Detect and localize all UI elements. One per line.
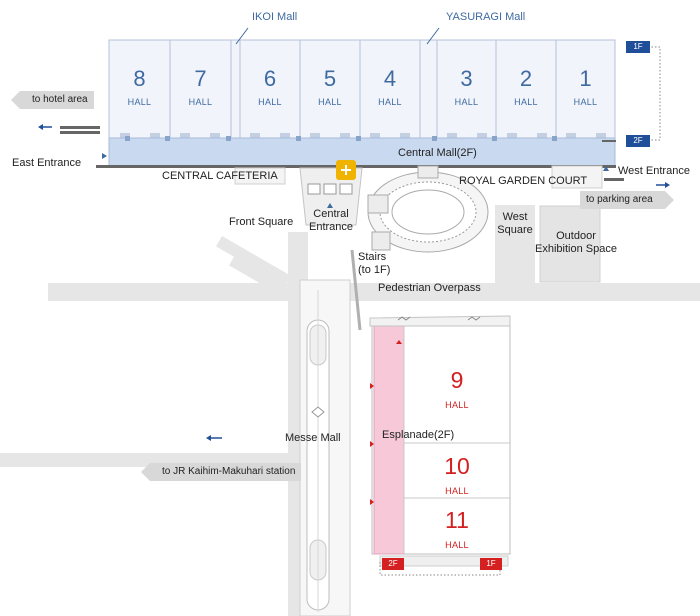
stairs-icon xyxy=(397,316,481,321)
to-parking-area-sign[interactable]: to parking area xyxy=(580,191,674,209)
cafeteria-box xyxy=(234,167,286,185)
floor-tag-1f-south: 1F xyxy=(480,558,502,570)
yasuragi-mall-label: YASURAGI Mall xyxy=(446,11,526,23)
central-mall-label: Central Mall(2F) xyxy=(398,147,477,159)
pedestrian-overpass-label: Pedestrian Overpass xyxy=(378,282,481,294)
front-square-label: Front Square xyxy=(229,216,294,228)
direction-arrows xyxy=(38,124,670,441)
west-square-label: West Square xyxy=(497,211,533,236)
royal-garden-court-label: ROYAL GARDEN COURT xyxy=(459,175,588,187)
east-entrance-label: East Entrance xyxy=(12,157,82,169)
arrow-left-icon xyxy=(38,124,52,130)
central-entrance-label: Central Entrance xyxy=(308,208,354,233)
halls-9-11-block xyxy=(369,315,511,567)
entrance-markers-red xyxy=(370,340,402,505)
mall-callout-lines xyxy=(235,27,440,45)
messe-mall-label: Messe Mall xyxy=(285,432,341,444)
esplanade-label: Esplanade(2F) xyxy=(382,429,455,441)
halls-1-8-block xyxy=(108,39,616,139)
arrow-left-icon xyxy=(206,435,222,441)
outdoor-exhibition-label: Outdoor Exhibition Space xyxy=(535,230,617,255)
entrance-markers-blue xyxy=(102,153,609,208)
garden-court-box xyxy=(551,165,603,189)
to-hotel-area-sign[interactable]: to hotel area xyxy=(11,91,94,109)
west-entrance-label: West Entrance xyxy=(618,165,690,177)
outdoor-exhibition-area xyxy=(539,205,601,283)
stairs-label: Stairs (to 1F) xyxy=(358,251,391,276)
to-station-sign[interactable]: to JR Kaihim-Makuhari station xyxy=(140,463,302,481)
central-cafeteria-label: CENTRAL CAFETERIA xyxy=(162,170,278,182)
messe-mall-walkway xyxy=(299,249,362,616)
mall-columns xyxy=(125,136,557,141)
floor-tag-1f: 1F xyxy=(626,41,650,53)
floor-tag-2f: 2F xyxy=(626,135,650,147)
event-hall-round xyxy=(367,165,489,253)
information-icon-mark xyxy=(341,165,351,175)
floor-tag-2f-south: 2F xyxy=(382,558,404,570)
arrow-right-icon xyxy=(656,182,670,188)
ikoi-mall-label: IKOI Mall xyxy=(252,11,298,23)
central-mall-band xyxy=(108,137,616,167)
